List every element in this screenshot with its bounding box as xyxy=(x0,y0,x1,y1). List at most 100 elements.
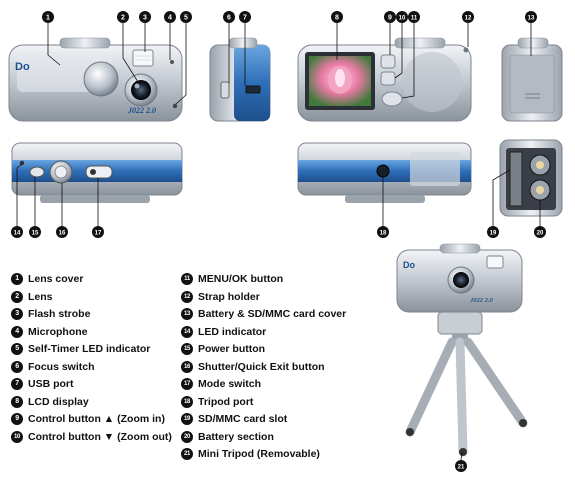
legend-label: Control button ▲ (Zoom in) xyxy=(28,413,165,425)
svg-text:1: 1 xyxy=(46,15,50,22)
legend-number-badge: 5 xyxy=(11,343,23,355)
legend-number-badge: 11 xyxy=(181,273,193,285)
callout-badge: 4 xyxy=(164,11,176,23)
callout-badge: 16 xyxy=(56,226,68,238)
brand-logo-tripod: Do xyxy=(403,260,415,270)
camera-right-side-view xyxy=(501,37,563,122)
model-text-front: J022 2.0 xyxy=(127,106,156,115)
svg-text:21: 21 xyxy=(458,465,465,471)
legend-label: MENU/OK button xyxy=(198,273,284,285)
zoom-out-button xyxy=(380,71,396,86)
callout-lines xyxy=(16,23,541,461)
tripod-leg-left xyxy=(405,337,457,437)
legend-label: SD/MMC card slot xyxy=(198,413,288,425)
svg-text:10: 10 xyxy=(399,16,406,22)
svg-text:14: 14 xyxy=(14,231,21,237)
callout-badge: 5 xyxy=(180,11,192,23)
legend-label: Control button ▼ (Zoom out) xyxy=(28,430,172,443)
callout-badge: 18 xyxy=(377,226,389,238)
callout-badge: 14 xyxy=(11,226,23,238)
usb-port xyxy=(245,85,261,94)
legend-number-badge: 13 xyxy=(181,308,193,320)
legend-number-badge: 9 xyxy=(11,413,23,425)
legend-number-badge: 10 xyxy=(11,430,23,443)
svg-text:16: 16 xyxy=(59,231,66,237)
legend-number-badge: 14 xyxy=(181,325,193,338)
svg-text:15: 15 xyxy=(32,231,39,237)
focus-switch xyxy=(220,81,230,99)
svg-text:9: 9 xyxy=(388,15,392,22)
svg-text:4: 4 xyxy=(168,15,172,22)
legend-number-badge: 17 xyxy=(181,378,193,390)
svg-text:18: 18 xyxy=(380,231,387,237)
flash-strobe xyxy=(132,49,154,67)
callout-badge: 10 xyxy=(396,11,408,23)
callout-badge: 1 xyxy=(42,11,54,23)
callout-badge: 11 xyxy=(408,11,420,23)
brand-logo-front: Do xyxy=(15,61,30,73)
legend-number-badge: 18 xyxy=(181,395,193,408)
legend-label: Battery & SD/MMC card cover xyxy=(198,308,347,320)
callout-badge: 15 xyxy=(29,226,41,238)
tripod-leg-right xyxy=(463,337,528,428)
callout-badge: 9 xyxy=(384,11,396,23)
svg-text:6: 6 xyxy=(227,15,231,22)
legend-label: Focus switch xyxy=(28,360,95,373)
legend-number-badge: 4 xyxy=(11,325,23,338)
legend-label: Lens cover xyxy=(28,273,84,285)
legend-number-badge: 1 xyxy=(11,273,23,285)
svg-text:17: 17 xyxy=(95,231,102,237)
menu-ok-button xyxy=(381,91,403,107)
legend-label: Lens xyxy=(28,290,53,303)
self-timer-led xyxy=(172,103,178,109)
svg-text:19: 19 xyxy=(490,231,497,237)
tripod-port xyxy=(376,164,390,178)
parts-legend-right: 11 MENU/OK button 12 Strap holder 13 Batter… xyxy=(181,272,361,468)
legend-number-badge: 8 xyxy=(11,395,23,408)
svg-text:7: 7 xyxy=(243,15,247,22)
legend-number-badge: 7 xyxy=(11,378,23,390)
power-button xyxy=(29,166,45,178)
zoom-in-button xyxy=(380,54,396,69)
mode-switch xyxy=(85,165,113,179)
camera-bottom-view xyxy=(297,142,472,203)
camera-side-view xyxy=(209,37,271,122)
svg-text:2: 2 xyxy=(121,15,125,22)
svg-text:20: 20 xyxy=(537,231,544,237)
legend-label: Strap holder xyxy=(198,290,260,303)
callout-badge: 20 xyxy=(534,226,546,238)
strap-holder xyxy=(463,47,469,53)
camera-top-view xyxy=(11,142,183,203)
callout-badge: 6 xyxy=(223,11,235,23)
svg-text:5: 5 xyxy=(184,15,188,22)
legend-number-badge: 12 xyxy=(181,290,193,303)
camera-back-view xyxy=(297,37,472,122)
legend-number-badge: 21 xyxy=(181,448,193,460)
legend-label: USB port xyxy=(28,378,74,390)
callout-badge: 12 xyxy=(462,11,474,23)
legend-number-badge: 16 xyxy=(181,360,193,373)
callout-badge: 7 xyxy=(239,11,251,23)
legend-label: Flash strobe xyxy=(28,308,91,320)
model-text-tripod: J022 2.0 xyxy=(469,297,494,304)
legend-number-badge: 6 xyxy=(11,360,23,373)
callout-badge: 21 xyxy=(455,460,467,472)
legend-number-badge: 3 xyxy=(11,308,23,320)
callout-badge: 2 xyxy=(117,11,129,23)
legend-label: Power button xyxy=(198,343,266,355)
callout-badge: 19 xyxy=(487,226,499,238)
camera-open-compartment-view xyxy=(499,139,563,217)
legend-label: LED indicator xyxy=(198,325,267,338)
legend-number-badge: 20 xyxy=(181,430,193,443)
sd-card-slot xyxy=(509,151,523,207)
legend-label: LCD display xyxy=(28,395,89,408)
legend-number-badge: 15 xyxy=(181,343,193,355)
tripod-leg-center xyxy=(455,337,468,457)
svg-text:11: 11 xyxy=(411,16,418,22)
legend-label: Self-Timer LED indicator xyxy=(28,343,151,355)
callout-badge: 3 xyxy=(139,11,151,23)
legend-number-badge: 19 xyxy=(181,413,193,425)
legend-label: Tripod port xyxy=(198,395,254,408)
legend-label: Mode switch xyxy=(198,378,262,390)
